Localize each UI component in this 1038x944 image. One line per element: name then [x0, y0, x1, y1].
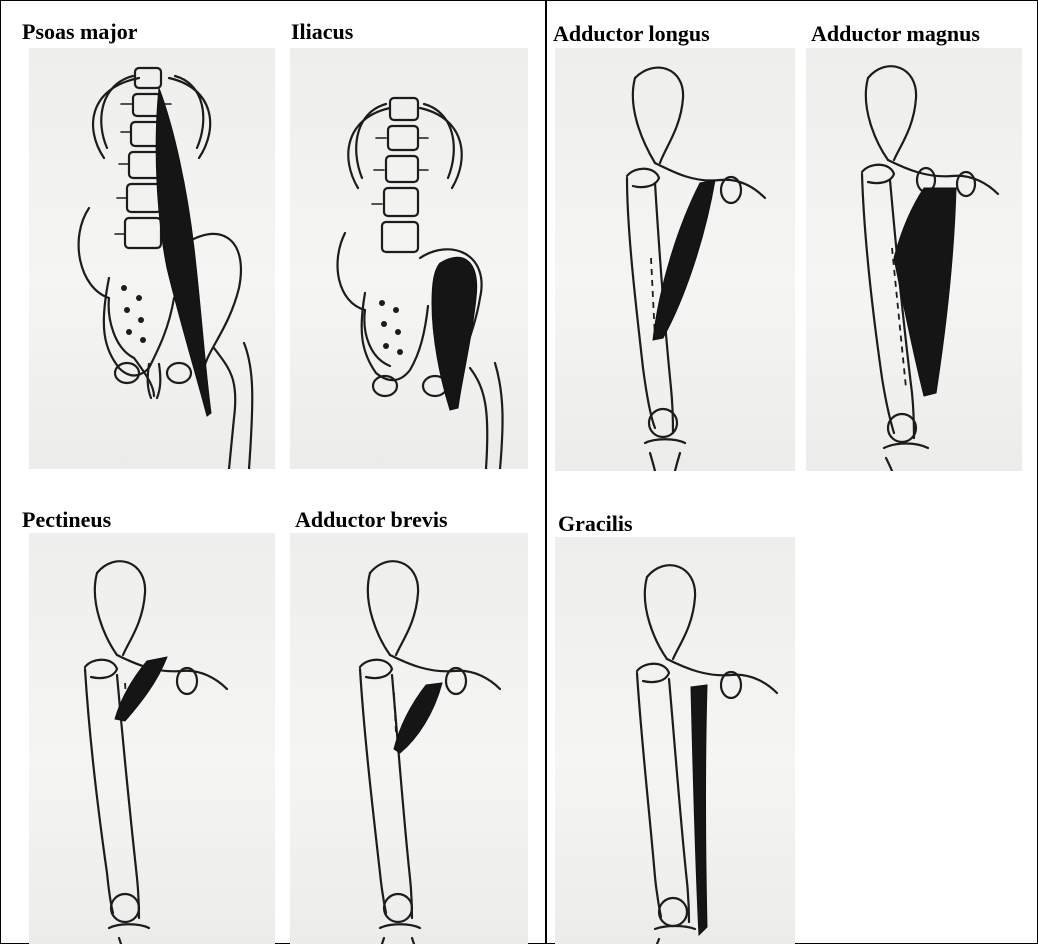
- panel-label-pectineus: Pectineus: [22, 508, 111, 532]
- femur-illustration-pectineus: [29, 533, 275, 944]
- spine-pelvis-illustration-psoas: [29, 48, 275, 469]
- panel-label-iliacus: Iliacus: [291, 20, 353, 44]
- panel-label-psoas-major: Psoas major: [22, 20, 137, 44]
- femur-illustration-adductor-magnus: [806, 48, 1022, 471]
- femur-illustration-gracilis: [555, 537, 795, 944]
- panel-label-adductor-magnus: Adductor magnus: [811, 22, 980, 46]
- panel-label-adductor-brevis: Adductor brevis: [295, 508, 448, 532]
- column-divider: [545, 0, 547, 944]
- femur-illustration-adductor-longus: [555, 48, 795, 471]
- panel-label-gracilis: Gracilis: [558, 512, 633, 536]
- spine-pelvis-illustration-iliacus: [290, 48, 528, 469]
- femur-illustration-adductor-brevis: [290, 533, 528, 944]
- panel-label-adductor-longus: Adductor longus: [553, 22, 710, 46]
